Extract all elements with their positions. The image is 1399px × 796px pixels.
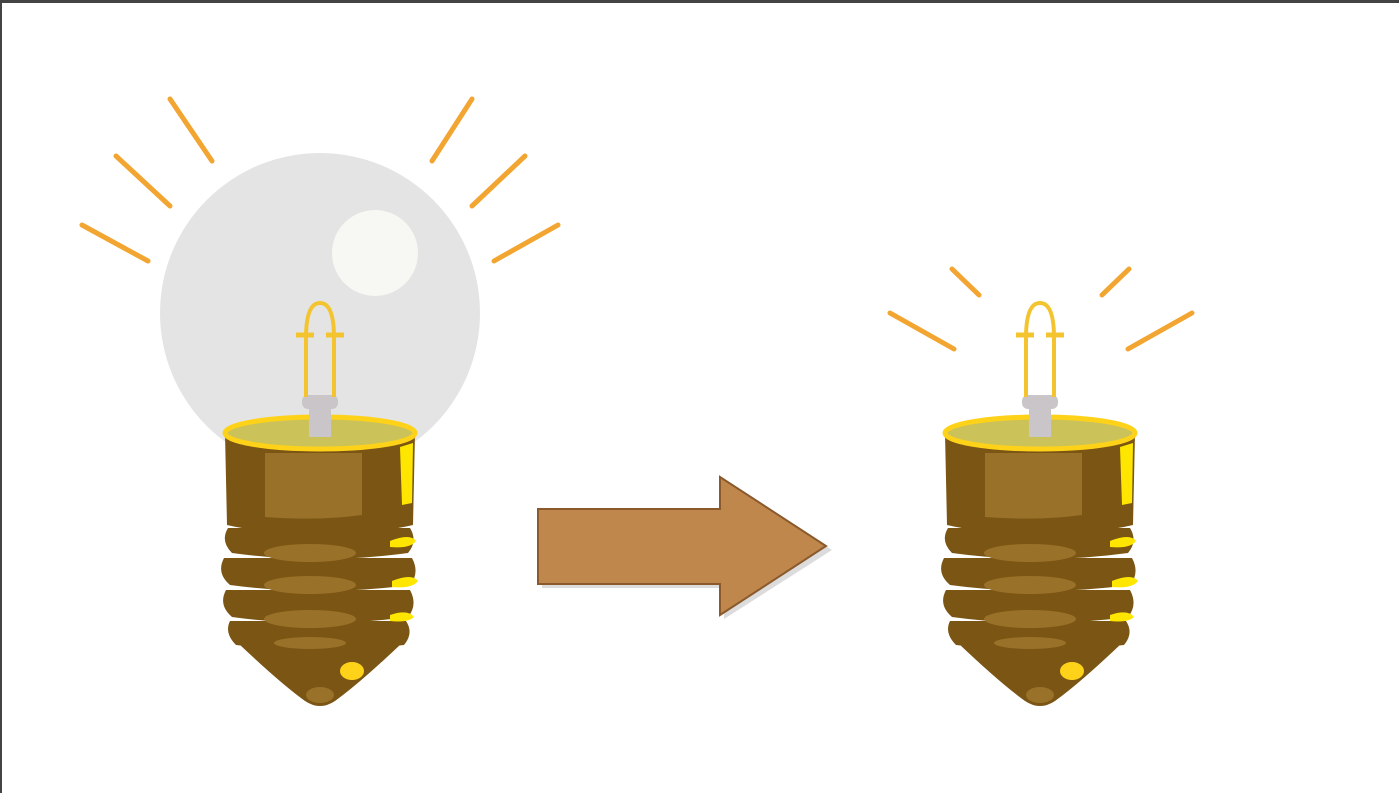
- glass-highlight: [332, 210, 418, 296]
- transition-arrow: [538, 477, 832, 619]
- bulb-with-glass: [82, 99, 558, 706]
- bulb-without-glass: [890, 269, 1192, 706]
- light-rays-right-bulb: [890, 269, 1192, 349]
- bulb-base-right: [941, 303, 1138, 706]
- bulb-diagram: [2, 3, 1399, 796]
